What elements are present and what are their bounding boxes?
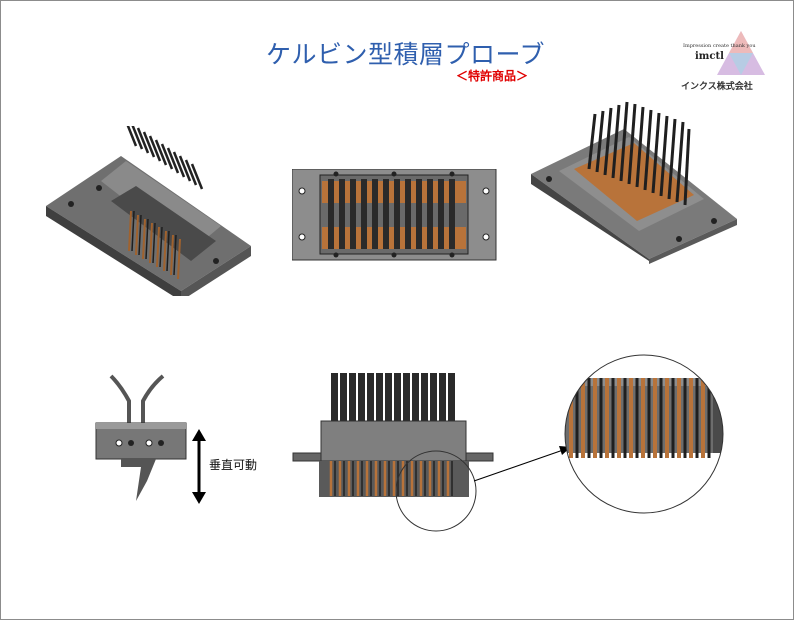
company-name: インクス株式会社 [681,82,753,92]
side-view-caption: 垂直可動 [209,458,258,472]
logo-wordmark: imctl [695,51,724,62]
side-view [91,371,191,506]
isometric-view-right [529,99,741,264]
top-view [292,169,497,261]
patent-label: ＜特許商品＞ [456,69,529,83]
zoom-callout [396,351,576,541]
logo-triangle-icon [717,31,765,75]
page-title: ケルビン型積層プローブ [266,40,546,69]
isometric-view-left [41,126,256,296]
front-view [291,371,496,501]
company-logo: Impression create thank you imctl インクス株式… [677,29,767,95]
vertical-movement-arrow-icon [191,429,207,504]
logo-tagline: Impression create thank you [683,43,756,49]
magnified-detail [561,353,731,517]
